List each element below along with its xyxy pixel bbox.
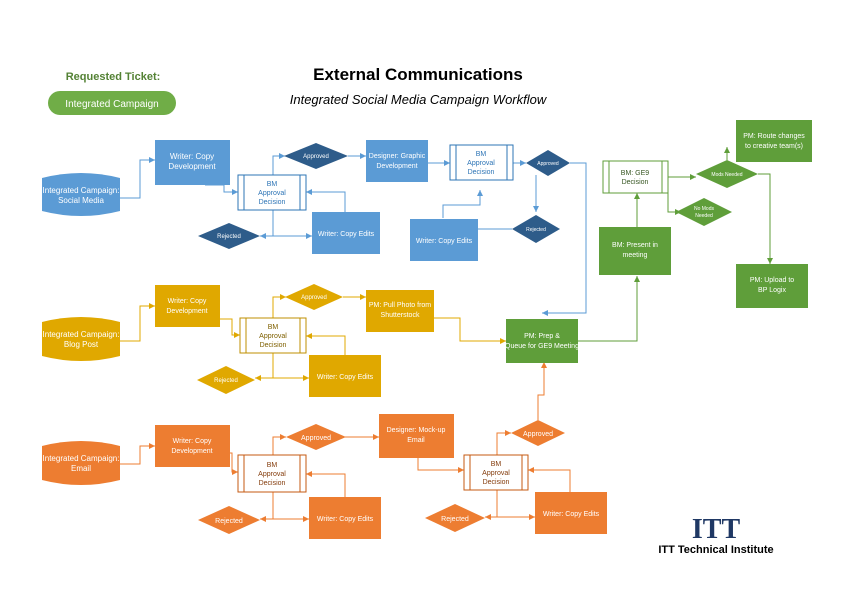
email-writer-box [155,425,230,467]
requested-ticket-label: Requested Ticket: [66,71,161,83]
social-start-line1: Integrated Campaign: [43,186,120,195]
social-rejected-diamond [198,223,260,249]
email-edits: Writer: Copy Edits [317,516,374,523]
email-rejected-diamond [198,506,260,534]
email-approved2: Approved [523,431,553,438]
email-approved2-diamond [511,420,565,446]
page-subtitle: Integrated Social Media Campaign Workflo… [290,92,548,107]
email-rejected2: Rejected [441,516,469,523]
email-start-shape [42,441,120,485]
social-approved2: Approved [537,161,559,167]
social-rejected2-diamond [512,215,560,243]
blog-edits: Writer: Copy Edits [317,374,374,381]
social-rejected2: Rejected [526,227,546,233]
pm-queue-box [506,319,578,363]
mods-needed: Mods Needed [711,172,742,178]
email-rejected2-diamond [425,504,485,532]
integrated-campaign-badge-label: Integrated Campaign [65,99,158,110]
route-box [736,120,812,162]
email-approved-diamond [286,424,346,450]
email-edits2-box [535,492,607,534]
email-start: Integrated Campaign:Email [43,454,120,473]
social-rejected: Rejected [217,234,241,240]
email-designer-box [379,414,454,458]
mods-needed-diamond [696,160,758,188]
blog-approved: Approved [301,295,327,301]
social-edits2: Writer: Copy Edits [416,238,473,245]
social-approval-box [237,174,307,211]
social-edits-box [312,212,380,254]
integrated-campaign-badge [48,91,176,115]
social-writer-box [155,140,230,185]
email-approval-box [237,454,307,493]
email-edits-box [309,497,381,539]
blog-start: Integrated Campaign:Blog Post [43,330,120,349]
blog-start-shape [42,317,120,361]
blog-edits-box [309,355,381,397]
blog-writer-box [155,285,220,327]
bm-present-box [599,227,671,275]
email-edits2: Writer: Copy Edits [543,511,600,518]
blog-rejected-diamond [197,366,255,394]
social-start-shape [42,173,120,216]
blog-rejected: Rejected [214,378,238,384]
no-mods-diamond [676,198,732,226]
social-approved: Approved [303,154,329,160]
social-approval2-box [449,144,514,181]
blog-pm-photo-box [366,290,434,332]
email-approval2-box [463,454,529,491]
social-approved2-diamond [526,150,570,176]
social-approved-diamond [284,143,348,169]
ge9-box [602,160,669,194]
social-start: Integrated Campaign:Social Media [43,186,120,205]
page-title: External Communications [313,65,523,84]
social-designer-box [366,140,428,182]
email-approved: Approved [301,435,331,442]
social-edits: Writer: Copy Edits [318,231,375,238]
blog-approval-box [239,317,307,354]
blog-approved-diamond [285,284,343,310]
pm-queue: PM: Prep &Queue for GE9 Meeting [505,333,579,350]
itt-logo-mark: ITT [692,514,741,545]
email-rejected: Rejected [215,518,243,525]
itt-logo-name: ITT Technical Institute [658,544,773,556]
upload-box [736,264,808,308]
social-edits2-box [410,219,478,261]
social-start-line2: Social Media [58,196,104,205]
